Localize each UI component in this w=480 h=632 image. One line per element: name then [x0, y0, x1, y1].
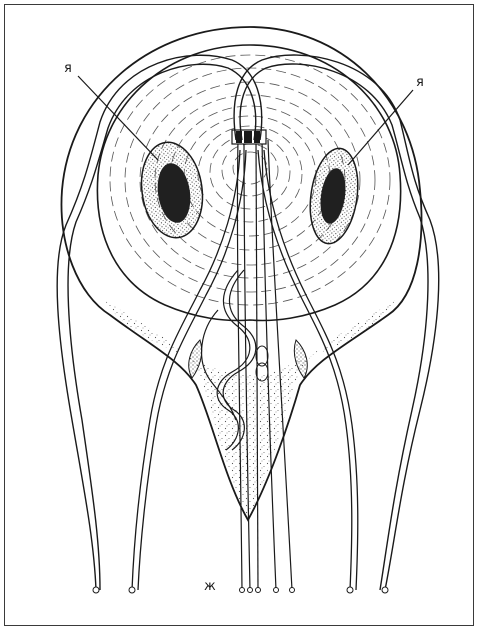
flagella-tips: [93, 587, 388, 593]
flagella-label: ж: [204, 579, 216, 594]
nucleus-left-label: я: [64, 61, 72, 76]
nucleus-right-label: я: [416, 75, 424, 90]
